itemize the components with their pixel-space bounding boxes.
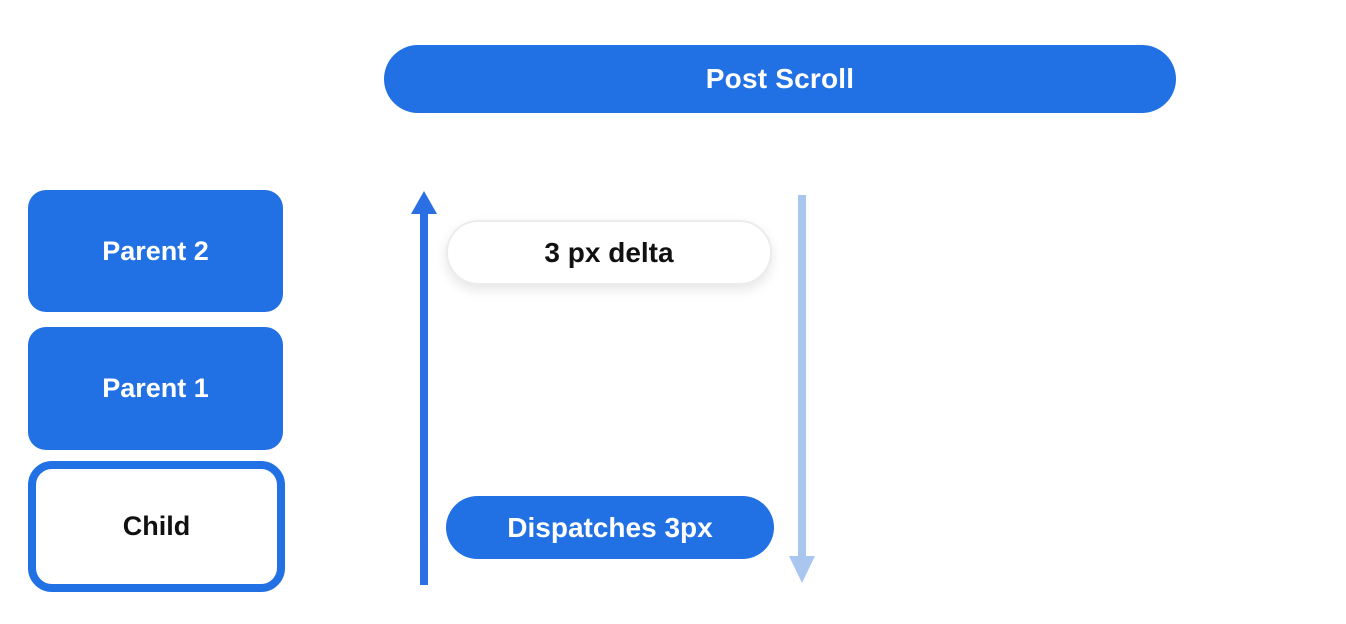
post-scroll-label: Post Scroll <box>705 63 855 94</box>
down-arrow-head <box>789 556 815 583</box>
post-scroll-banner: Post Scroll <box>384 45 1176 113</box>
parent-2-box: Parent 2 <box>28 190 283 312</box>
delta-pill-label: 3 px delta <box>544 236 674 268</box>
dispatch-pill: Dispatches 3px <box>446 496 774 559</box>
parent-1-label: Parent 1 <box>102 373 209 403</box>
dispatch-pill-label: Dispatches 3px <box>507 511 713 543</box>
child-label: Child <box>122 511 191 541</box>
down-arrow-shaft <box>798 195 806 557</box>
child-box: Child <box>28 461 285 592</box>
parent-2-label: Parent 2 <box>102 235 209 266</box>
parent-1-box: Parent 1 <box>28 327 283 450</box>
up-arrow-shaft <box>420 211 428 585</box>
delta-pill: 3 px delta <box>446 220 772 285</box>
up-arrow-head <box>411 191 437 214</box>
